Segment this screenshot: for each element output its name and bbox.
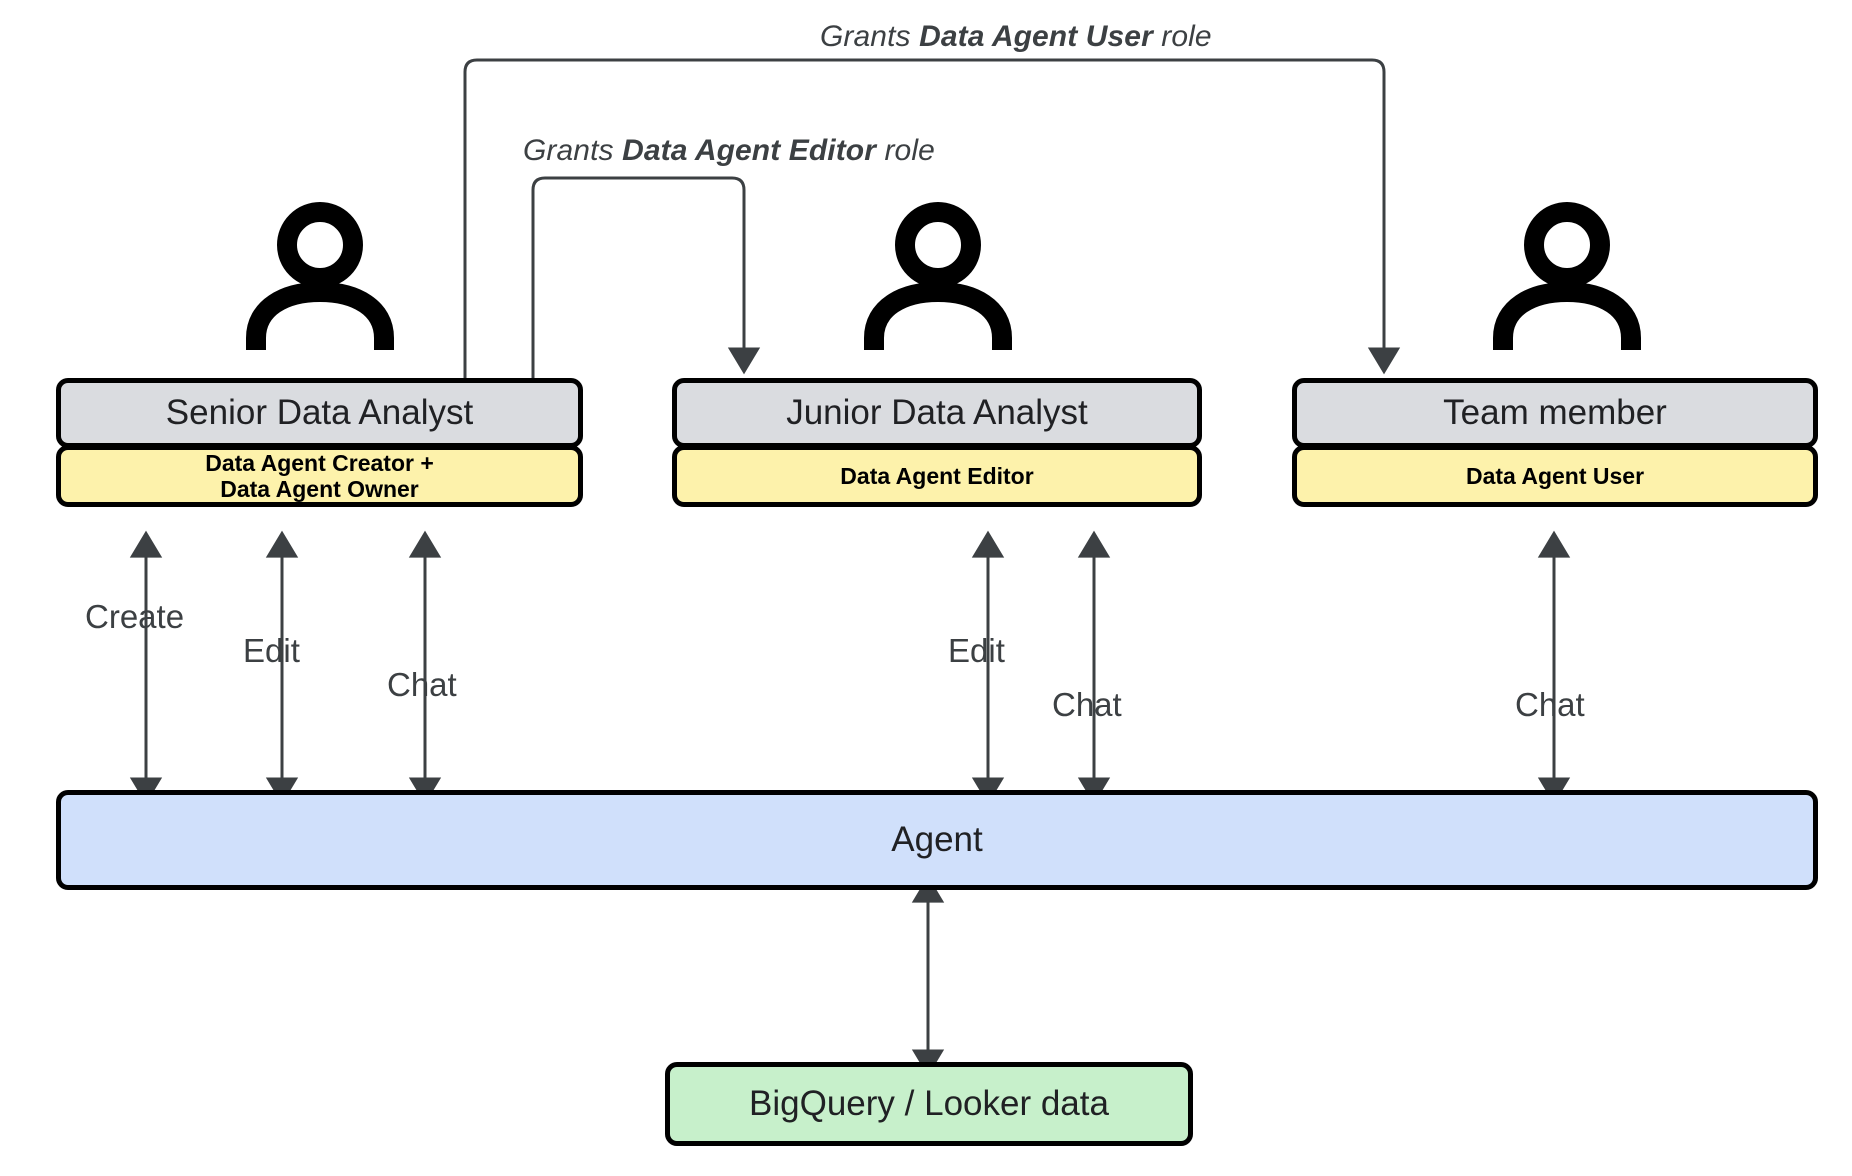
persona-role-senior-line2: Data Agent Owner bbox=[220, 476, 419, 502]
persona-column-team: Team member Data Agent User bbox=[1292, 378, 1818, 507]
action-label-edit-senior: Edit bbox=[243, 632, 300, 669]
grant-label-editor: Grants Data Agent Editor role bbox=[523, 134, 935, 168]
agent-bar[interactable]: Agent bbox=[56, 790, 1818, 890]
action-label-chat-junior: Chat bbox=[1052, 686, 1122, 723]
persona-column-senior: Senior Data Analyst Data Agent Creator +… bbox=[56, 378, 583, 507]
grant-editor-prefix: Grants bbox=[523, 134, 623, 167]
grant-editor-connector bbox=[531, 176, 761, 378]
grant-label-user: Grants Data Agent User role bbox=[820, 20, 1212, 54]
action-label-edit-junior: Edit bbox=[948, 632, 1005, 669]
persona-title-junior[interactable]: Junior Data Analyst bbox=[672, 378, 1202, 448]
grant-user-suffix: role bbox=[1152, 20, 1212, 53]
grant-user-role: Data Agent User bbox=[919, 20, 1153, 53]
grant-editor-suffix: role bbox=[876, 134, 935, 167]
grant-editor-role: Data Agent Editor bbox=[622, 134, 877, 167]
person-icon-senior bbox=[240, 200, 400, 350]
persona-role-junior[interactable]: Data Agent Editor bbox=[672, 445, 1202, 507]
persona-title-team[interactable]: Team member bbox=[1292, 378, 1818, 448]
persona-role-senior[interactable]: Data Agent Creator + Data Agent Owner bbox=[56, 445, 583, 507]
action-label-chat-senior: Chat bbox=[387, 666, 457, 703]
person-icon-junior bbox=[858, 200, 1018, 350]
person-icon-team bbox=[1487, 200, 1647, 350]
action-label-chat-team: Chat bbox=[1515, 686, 1585, 723]
grant-user-prefix: Grants bbox=[820, 20, 920, 53]
persona-role-junior-line1: Data Agent Editor bbox=[840, 462, 1034, 489]
persona-role-senior-line1: Data Agent Creator + bbox=[205, 449, 434, 476]
action-label-create: Create bbox=[85, 598, 185, 635]
persona-role-team[interactable]: Data Agent User bbox=[1292, 445, 1818, 507]
datasource-box[interactable]: BigQuery / Looker data bbox=[665, 1062, 1193, 1146]
persona-role-team-line1: Data Agent User bbox=[1465, 462, 1645, 489]
persona-column-junior: Junior Data Analyst Data Agent Editor bbox=[672, 378, 1202, 507]
persona-title-senior[interactable]: Senior Data Analyst bbox=[56, 378, 583, 448]
